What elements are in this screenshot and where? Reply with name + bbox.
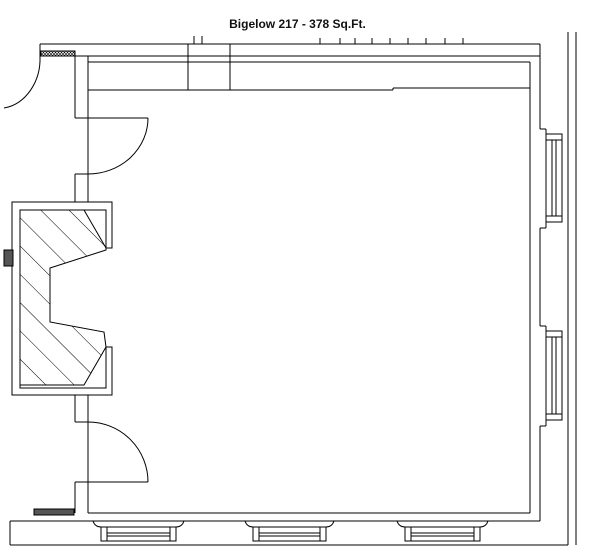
plan-title: Bigelow 217 - 378 Sq.Ft.	[229, 17, 366, 31]
door-top-exterior	[4, 56, 40, 108]
window-bottom-1	[93, 521, 184, 541]
door-upper-left	[88, 118, 148, 174]
right-wall	[530, 32, 576, 545]
top-wall	[40, 36, 540, 118]
window-right-lower	[546, 331, 562, 420]
door-lower-left	[88, 422, 148, 482]
window-bottom-2	[245, 521, 334, 541]
bottom-wall	[10, 513, 568, 545]
window-bottom-3	[397, 521, 488, 541]
fireplace	[12, 202, 112, 395]
bottom-vent	[34, 509, 74, 515]
left-vent	[4, 250, 13, 266]
top-vent	[41, 51, 75, 56]
window-right-upper	[546, 134, 562, 222]
left-wall	[75, 56, 148, 513]
